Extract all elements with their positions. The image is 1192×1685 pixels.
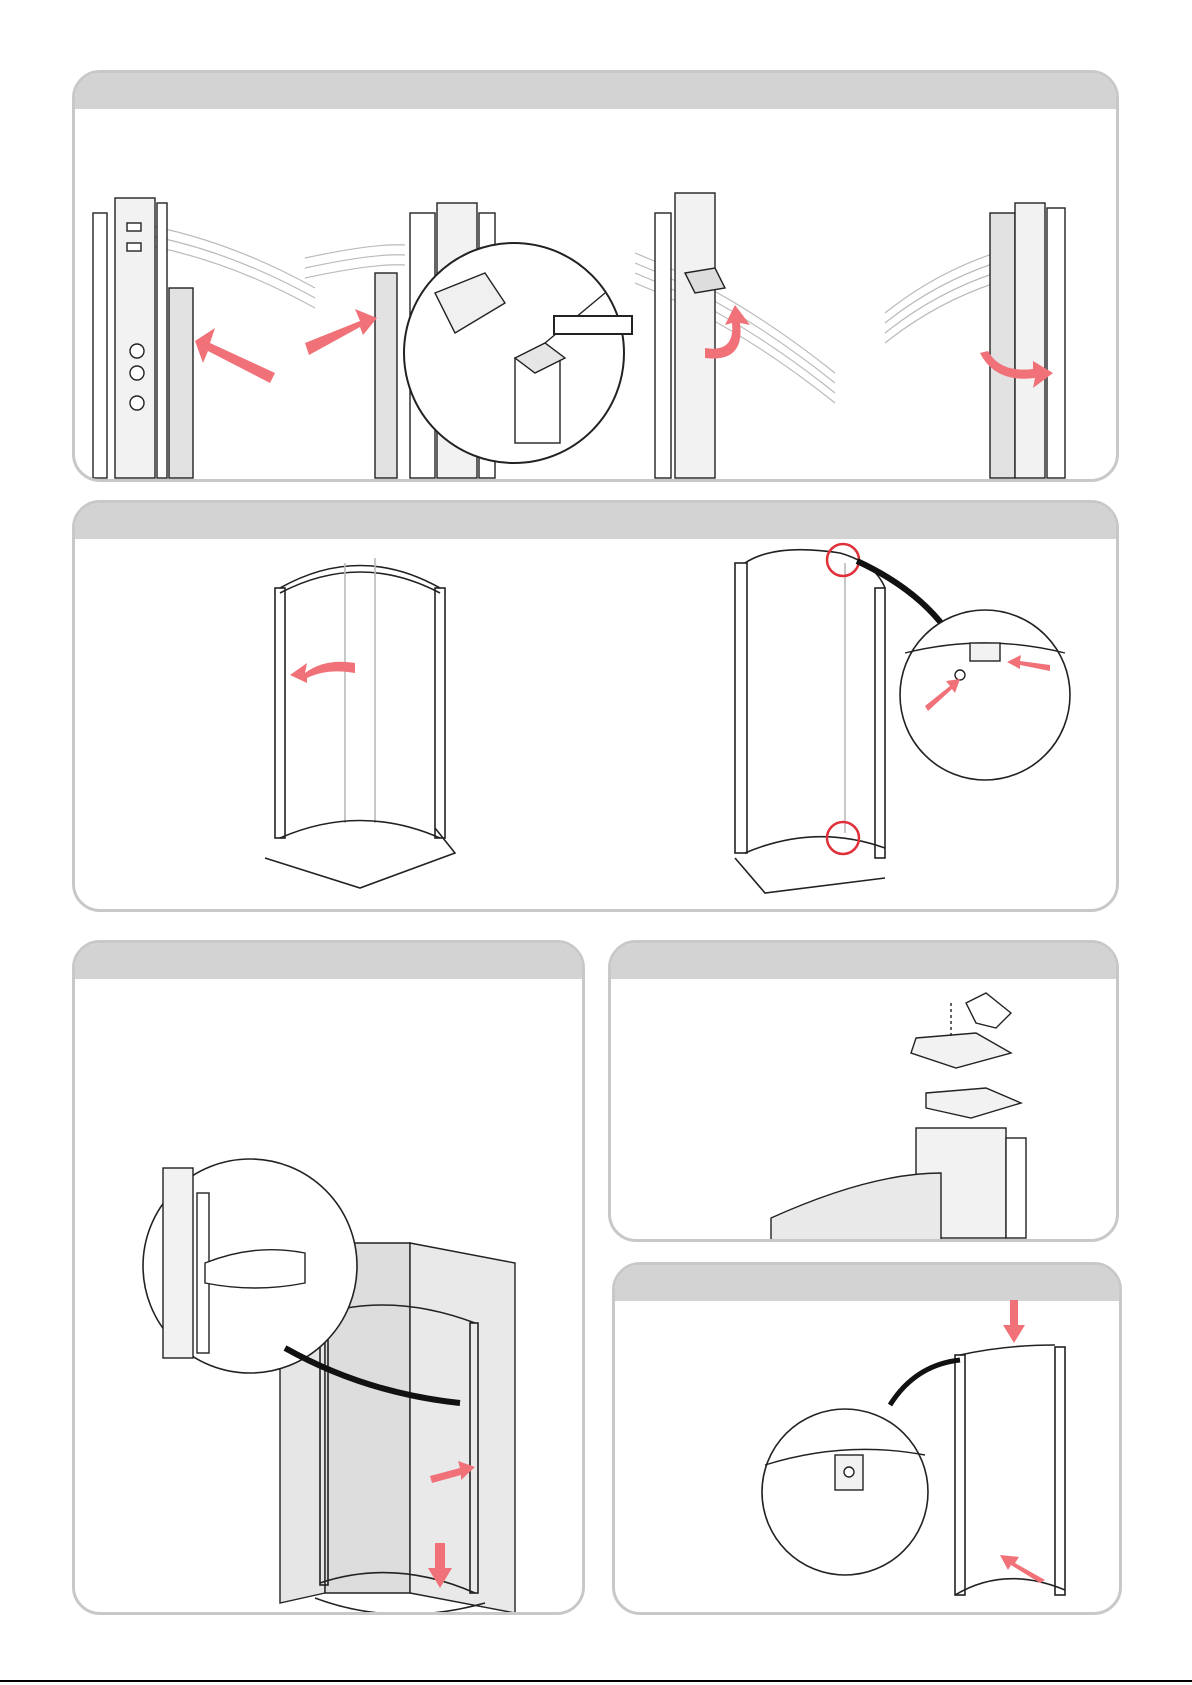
arrow-mark <box>195 328 275 383</box>
panel-step-e <box>612 1262 1122 1615</box>
page-bottom-rule <box>0 1680 1192 1682</box>
panel-step-a <box>72 70 1119 482</box>
panel-step-d <box>608 940 1119 1242</box>
detail-zoom-circle <box>900 610 1070 780</box>
illustration-top-cap <box>611 943 1119 1242</box>
illustration-final-check <box>615 1265 1122 1615</box>
arrow-mark <box>305 309 377 355</box>
panel-step-b <box>72 500 1119 912</box>
callout-label-box <box>553 315 633 335</box>
arrow-mark <box>1003 1300 1025 1343</box>
panel-step-c <box>72 940 585 1615</box>
detail-zoom-circle <box>762 1409 928 1575</box>
illustration-enclosure-install <box>75 503 1119 912</box>
illustration-door-seal <box>75 943 585 1615</box>
highlight-circle-top <box>827 544 859 576</box>
illustration-profile-assembly <box>75 73 1119 482</box>
